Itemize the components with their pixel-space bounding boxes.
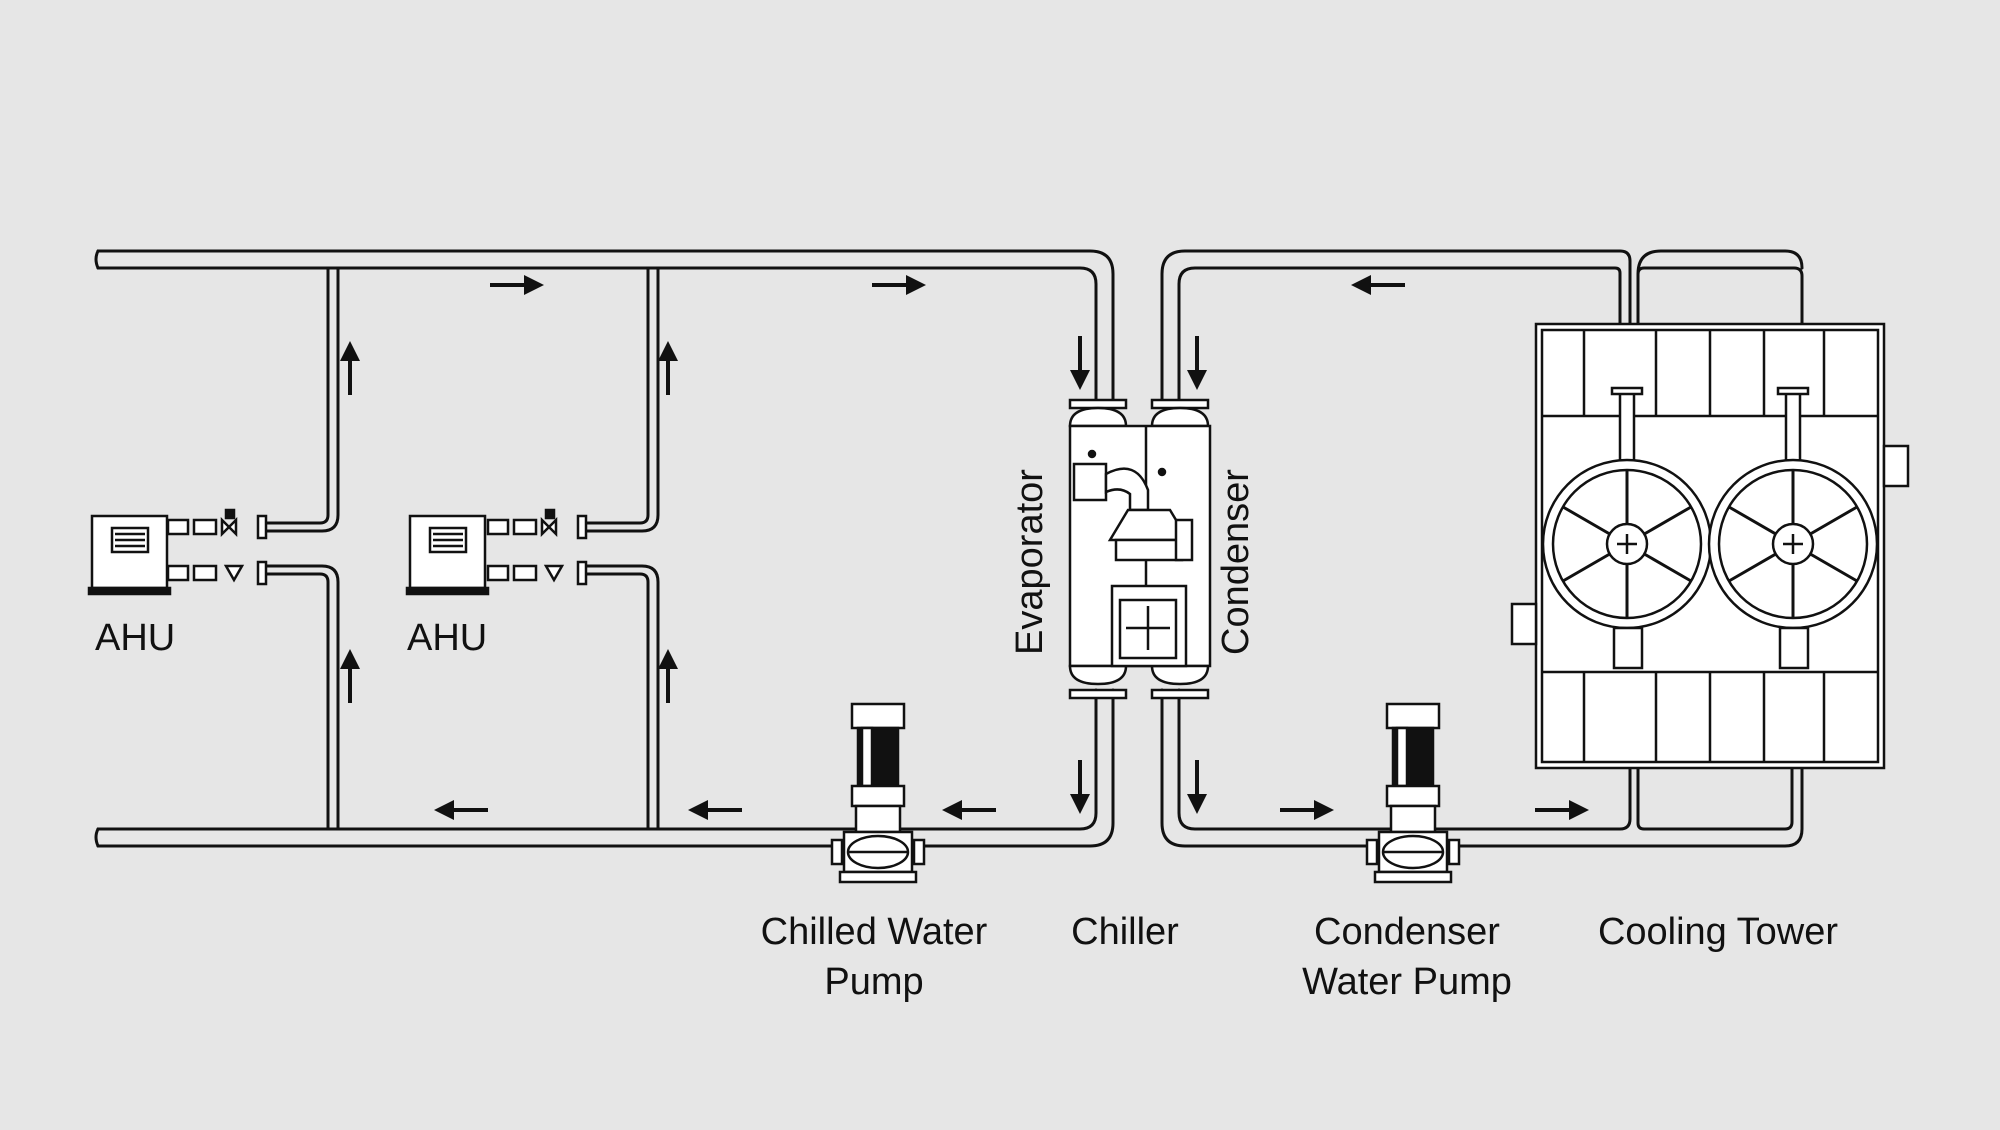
ahu2-return-riser: [578, 564, 660, 831]
chiller-icon: [1068, 398, 1212, 700]
ahu1-valve-train: [166, 508, 268, 586]
chilled-water-pump-label-line2: Pump: [824, 961, 923, 1003]
chilled-water-pump-label: Chilled Water: [761, 911, 988, 953]
condenser-water-loop: [1160, 249, 1804, 848]
cooling-tower-icon: [1510, 322, 1910, 770]
ahu-label: AHU: [95, 617, 175, 659]
ahu-icon: [405, 514, 490, 596]
chw-return-header: [96, 688, 1115, 848]
ahu-label: AHU: [407, 617, 487, 659]
ahu2-supply-riser: [578, 266, 660, 533]
chiller-label: Chiller: [1071, 911, 1179, 953]
ahu-icon: [87, 514, 172, 596]
flow-arrows: [340, 275, 1589, 820]
evaporator-label: Evaporator: [1009, 469, 1051, 655]
condenser-water-pump-label: Condenser: [1314, 911, 1500, 953]
ahu1-return-riser: [258, 564, 340, 831]
chilled-water-loop: [94, 249, 1115, 848]
ahu1-supply-riser: [258, 266, 340, 533]
condenser-label: Condenser: [1215, 469, 1257, 655]
chw-supply-header: [96, 249, 1115, 407]
ahu2-valve-train: [486, 508, 588, 586]
condenser-water-pump-label-line2: Water Pump: [1302, 961, 1512, 1003]
cw-tower-top-link: [1636, 249, 1804, 327]
cw-supply-to-condenser: [1160, 249, 1632, 407]
vertical-pump-icon: [1365, 702, 1461, 884]
vertical-pump-icon: [830, 702, 926, 884]
cooling-tower-label: Cooling Tower: [1598, 911, 1838, 953]
